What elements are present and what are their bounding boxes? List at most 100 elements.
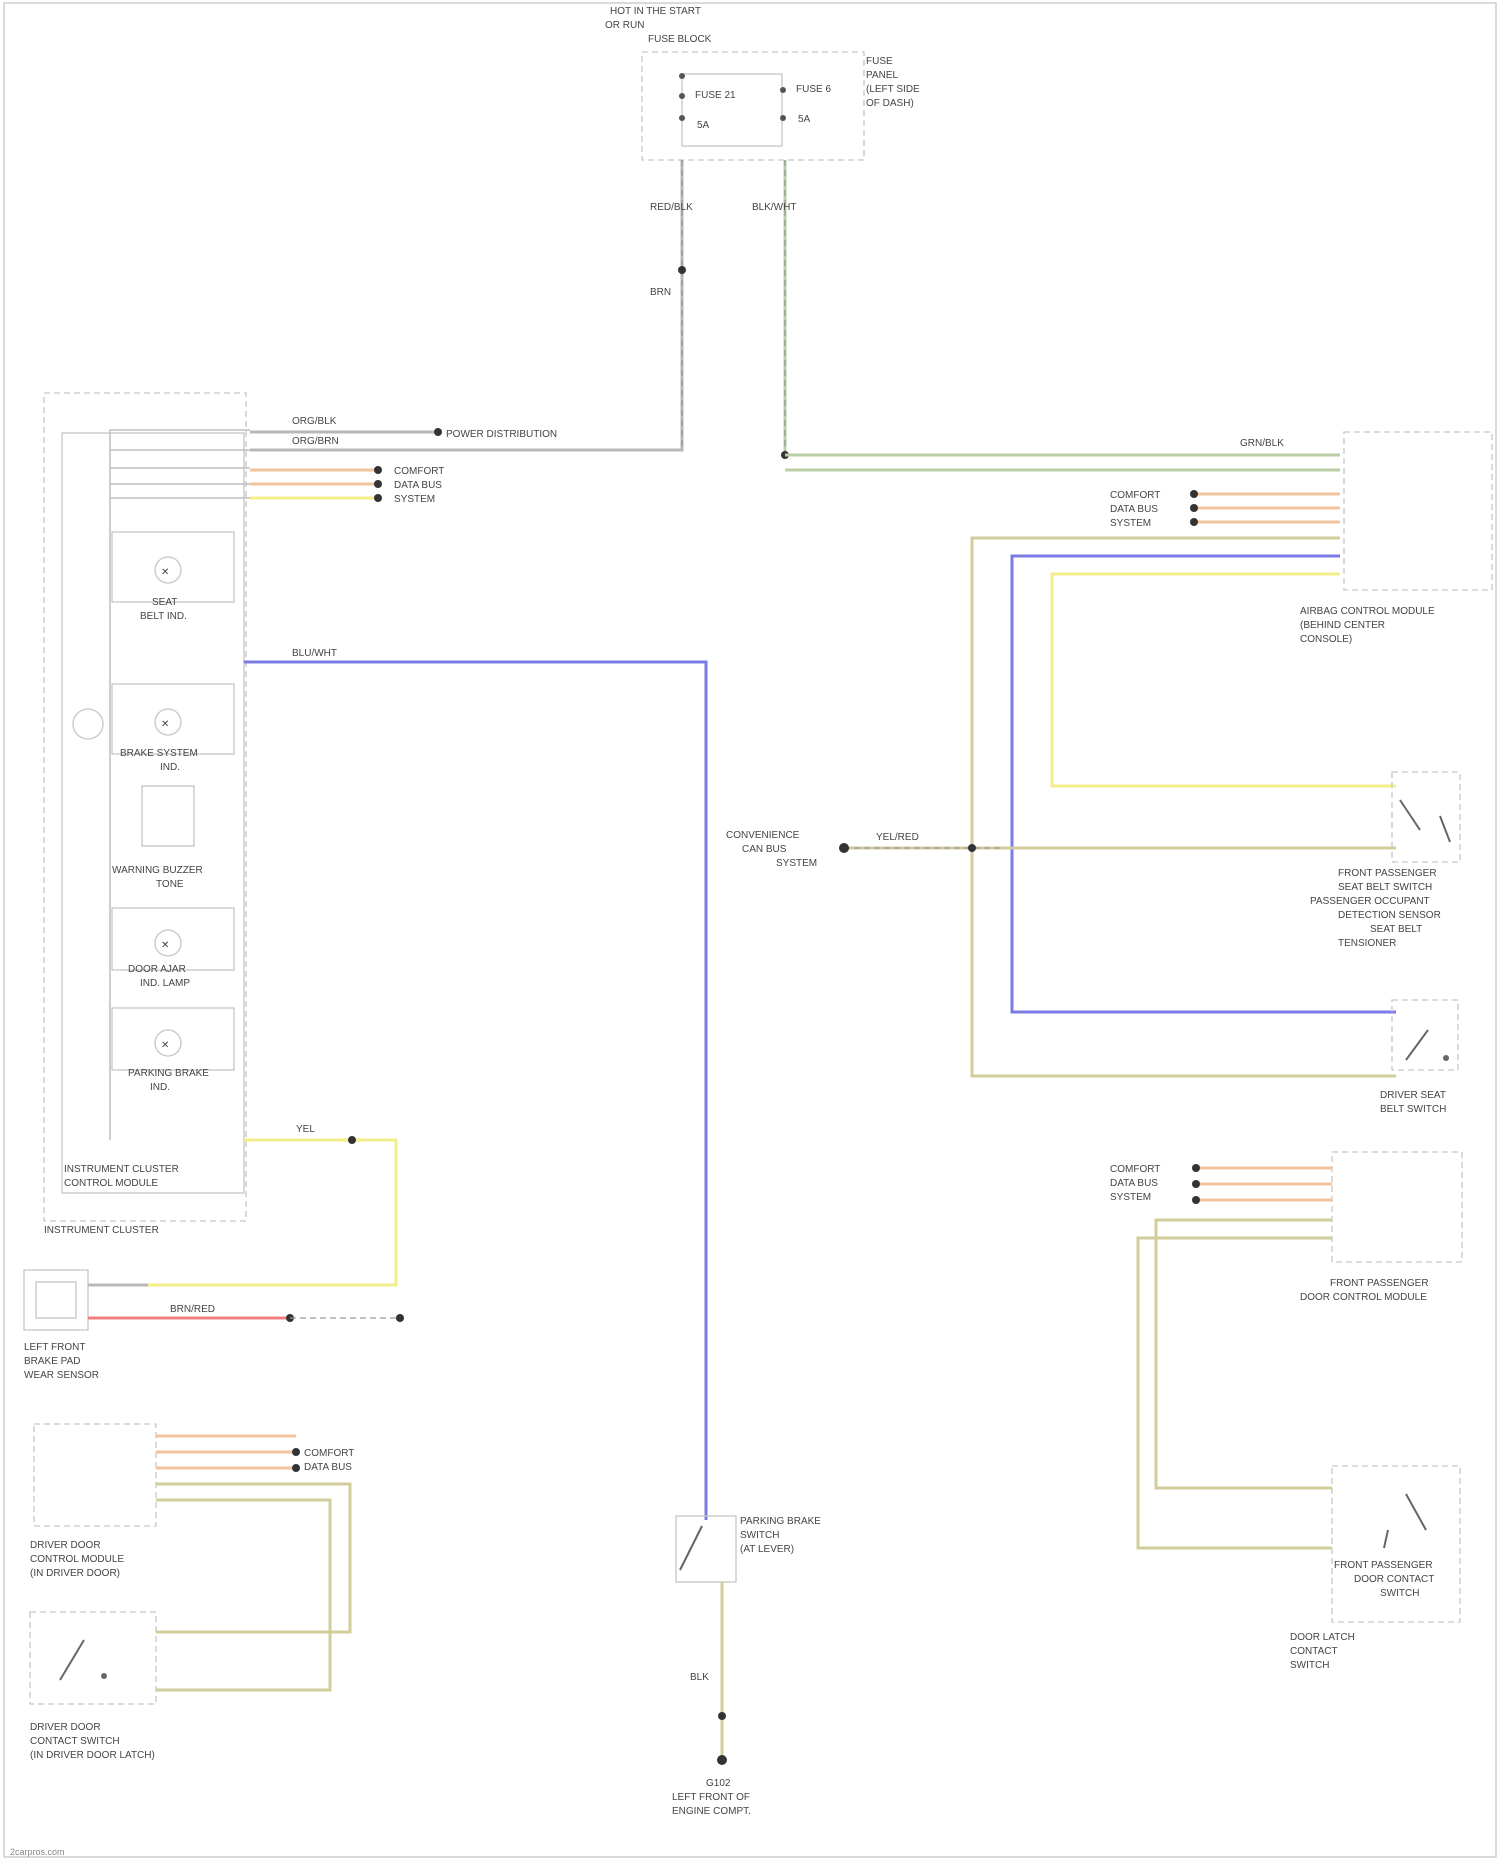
park-brake-switch: PARKING BRAKE SWITCH (AT LEVER) BLK G102… <box>672 1516 821 1817</box>
ground-label-2: LEFT FRONT OF <box>672 1792 750 1803</box>
park-switch-label-2: SWITCH <box>740 1530 779 1541</box>
pass-latch-label-1: DOOR LATCH <box>1290 1632 1355 1643</box>
park-lamp-label-2: IND. <box>150 1082 170 1093</box>
wire-label-3: BLK/WHT <box>752 202 796 213</box>
buzzer-label-1: WARNING BUZZER <box>112 865 203 876</box>
brake-sensor-label-3: WEAR SENSOR <box>24 1370 99 1381</box>
can-left-label-1: COMFORT <box>394 466 444 477</box>
brake-lamp-label-2: IND. <box>160 762 180 773</box>
driver-door-module-label-3: (IN DRIVER DOOR) <box>30 1568 120 1579</box>
svg-text:✕: ✕ <box>161 567 169 578</box>
passenger-seat-sensor: FRONT PASSENGER SEAT BELT SWITCH PASSENG… <box>1310 772 1460 949</box>
svg-text:✕: ✕ <box>161 719 169 730</box>
svg-text:✕: ✕ <box>161 940 169 951</box>
driver-belt-label-2: BELT SWITCH <box>1380 1104 1446 1115</box>
can-left-label-2: DATA BUS <box>394 480 442 491</box>
instrument-cluster: ✕ SEAT BELT IND. ✕ BRAKE SYSTEM IND. WAR… <box>44 393 250 1236</box>
airbag-label-3: CONSOLE) <box>1300 634 1352 645</box>
passenger-door-switch: FRONT PASSENGER DOOR CONTACT SWITCH DOOR… <box>1290 1466 1460 1671</box>
fuse-panel-side-3: (LEFT SIDE <box>866 84 920 95</box>
pass-door-module-label-1: FRONT PASSENGER <box>1330 1278 1429 1289</box>
wire-label-8: BRN/RED <box>170 1304 215 1315</box>
wire-label-7: BLU/WHT <box>292 648 337 659</box>
wire-label-6: YEL <box>296 1124 315 1135</box>
can-left-label-3: SYSTEM <box>394 494 435 505</box>
fuse-panel-side-4: OF DASH) <box>866 98 914 109</box>
door-ajar-label-2: IND. LAMP <box>140 978 190 989</box>
driver-door-module-label-1: DRIVER DOOR <box>30 1540 101 1551</box>
fuse-21-rating: 5A <box>697 120 710 131</box>
driver-door-switch-label-1: DRIVER DOOR <box>30 1722 101 1733</box>
splice-label-1: CONVENIENCE <box>726 830 800 841</box>
airbag-label-1: AIRBAG CONTROL MODULE <box>1300 606 1435 617</box>
pass-seat-label-3: PASSENGER OCCUPANT <box>1310 896 1430 907</box>
relay-fuse-box: HOT IN THE START OR RUN FUSE BLOCK FUSE … <box>605 6 920 160</box>
driver-door-module-label-2: CONTROL MODULE <box>30 1554 124 1565</box>
brake-lamp-label-1: BRAKE SYSTEM <box>120 748 198 759</box>
pass-latch-label-3: SWITCH <box>1290 1660 1329 1671</box>
fuse-box-title-3: FUSE BLOCK <box>648 34 712 45</box>
can-right-label-2: DATA BUS <box>1110 504 1158 515</box>
wire-label-11: BLK <box>690 1672 709 1683</box>
driver-door-switch: DRIVER DOOR CONTACT SWITCH (IN DRIVER DO… <box>30 1612 156 1761</box>
fuse-21-label: FUSE 21 <box>695 90 736 101</box>
cluster-module-label-2: CONTROL MODULE <box>64 1178 158 1189</box>
driver-belt-label-1: DRIVER SEAT <box>1380 1090 1446 1101</box>
wire-label-2: BRN <box>650 287 671 298</box>
svg-text:✕: ✕ <box>161 1040 169 1051</box>
splice-label-2: CAN BUS <box>742 844 787 855</box>
pass-seat-label-1: FRONT PASSENGER <box>1338 868 1437 879</box>
cluster-module-label-1: INSTRUMENT CLUSTER <box>64 1164 179 1175</box>
fuse-panel-side-1: FUSE <box>866 56 893 67</box>
brake-sensor-label-2: BRAKE PAD <box>24 1356 81 1367</box>
pass-door-switch-label-2: DOOR CONTACT <box>1354 1574 1434 1585</box>
wire-label-1: RED/BLK <box>650 202 693 213</box>
pass-door-module-label-2: DOOR CONTROL MODULE <box>1300 1292 1427 1303</box>
buzzer-label-2: TONE <box>156 879 184 890</box>
fuse-6-label: FUSE 6 <box>796 84 831 95</box>
fuse-6-rating: 5A <box>798 114 811 125</box>
park-switch-label-1: PARKING BRAKE <box>740 1516 821 1527</box>
can-right-label-3: SYSTEM <box>1110 518 1151 529</box>
brake-sensor-label-1: LEFT FRONT <box>24 1342 85 1353</box>
wire-label-4: ORG/BLK <box>292 416 337 427</box>
can-driver-label-2: DATA BUS <box>304 1462 352 1473</box>
blue-signal-wire <box>244 662 706 1520</box>
power-distribution-label: POWER DISTRIBUTION <box>446 429 557 440</box>
ground-label-3: ENGINE COMPT. <box>672 1806 751 1817</box>
pass-door-switch-label-3: SWITCH <box>1380 1588 1419 1599</box>
brake-pad-sensor: BRN/RED LEFT FRONT BRAKE PAD WEAR SENSOR <box>24 1270 404 1381</box>
driver-door-switch-label-2: CONTACT SWITCH <box>30 1736 120 1747</box>
wire-label-10: YEL/RED <box>876 832 919 843</box>
park-lamp-label-1: PARKING BRAKE <box>128 1068 209 1079</box>
park-switch-label-3: (AT LEVER) <box>740 1544 794 1555</box>
wire-label-5: ORG/BRN <box>292 436 339 447</box>
driver-belt-switch: DRIVER SEAT BELT SWITCH <box>1380 1000 1458 1115</box>
pass-seat-label-2: SEAT BELT SWITCH <box>1338 882 1432 893</box>
seat-belt-lamp-label-2: BELT IND. <box>140 611 187 622</box>
pass-seat-label-4: DETECTION SENSOR <box>1338 910 1441 921</box>
splice-label-3: SYSTEM <box>776 858 817 869</box>
can-driver-label-1: COMFORT <box>304 1448 354 1459</box>
seat-belt-lamp-label-1: SEAT <box>152 597 177 608</box>
driver-door-switch-label-3: (IN DRIVER DOOR LATCH) <box>30 1750 155 1761</box>
can-pass-label-1: COMFORT <box>1110 1164 1160 1175</box>
pass-door-switch-label-1: FRONT PASSENGER <box>1334 1560 1433 1571</box>
ground-label-1: G102 <box>706 1778 731 1789</box>
fuse-21-feed-wire <box>250 160 682 450</box>
pass-latch-label-2: CONTACT <box>1290 1646 1338 1657</box>
door-ajar-label-1: DOOR AJAR <box>128 964 186 975</box>
wire-label-9: GRN/BLK <box>1240 438 1284 449</box>
pass-seat-label-5: SEAT BELT <box>1370 924 1422 935</box>
airbag-label-2: (BEHIND CENTER <box>1300 620 1385 631</box>
fuse-6-feed-wire <box>785 160 1340 455</box>
fuse-panel-side-2: PANEL <box>866 70 898 81</box>
passenger-door-module: COMFORT DATA BUS SYSTEM FRONT PASSENGER … <box>1110 1152 1462 1548</box>
can-right-label-1: COMFORT <box>1110 490 1160 501</box>
fuse-box-title-2: OR RUN <box>605 20 644 31</box>
fuse-box-title-1: HOT IN THE START <box>610 6 701 17</box>
diagram-border <box>4 3 1496 1857</box>
footer-credit: 2carpros.com <box>10 1847 65 1857</box>
pass-seat-label-6: TENSIONER <box>1338 938 1396 949</box>
